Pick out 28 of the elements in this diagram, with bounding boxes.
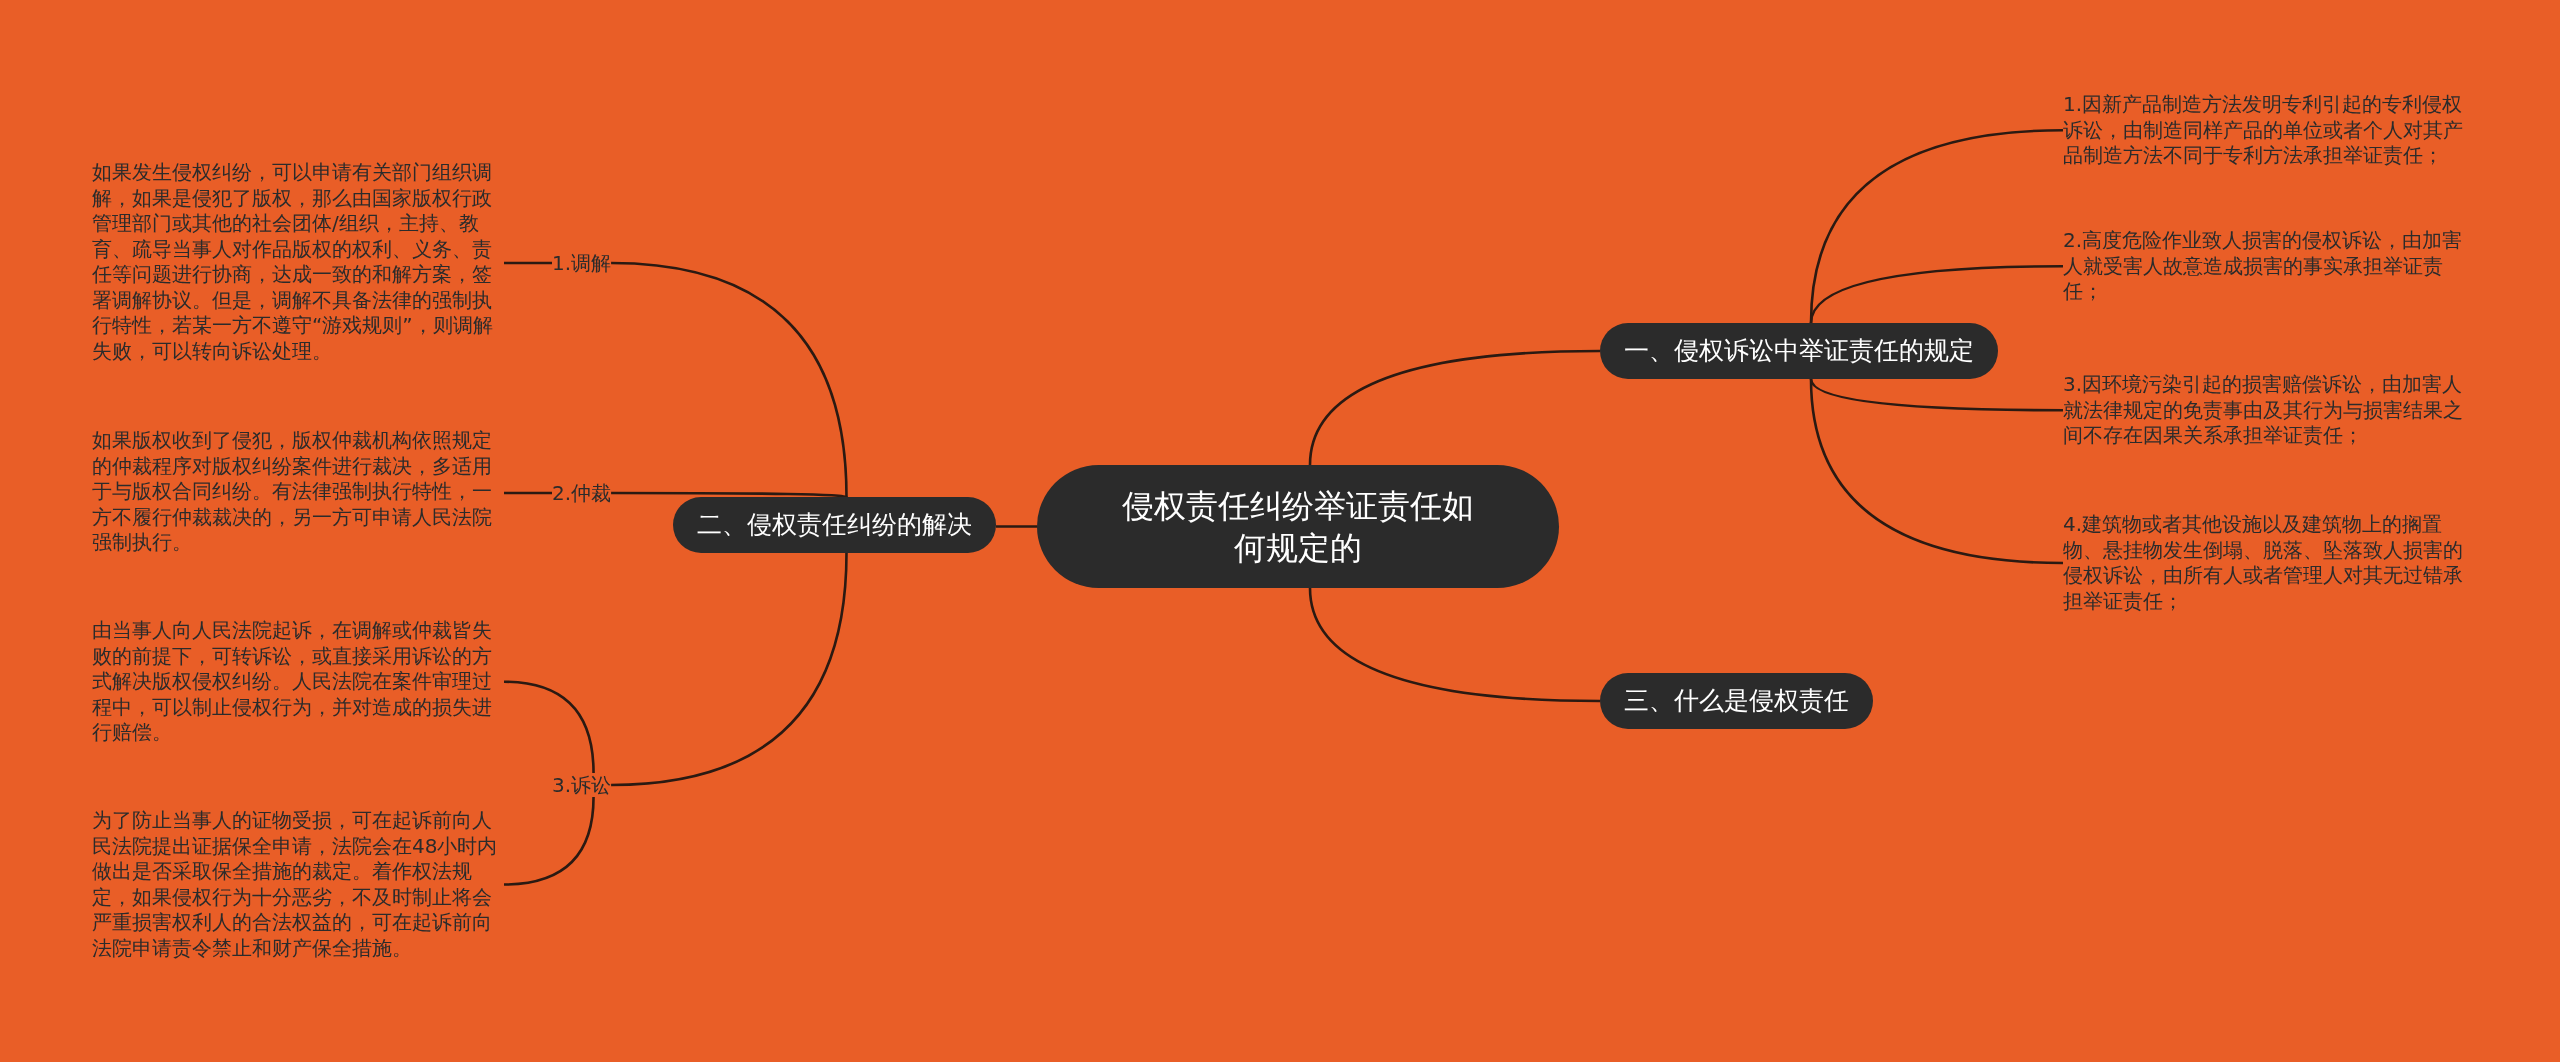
connector-line	[1809, 378, 2063, 412]
connector-line	[611, 552, 848, 787]
connector-line	[503, 796, 595, 886]
subtopic-label: 2.仲裁	[552, 481, 612, 505]
note-text: 3.因环境污染引起的损害赔偿诉讼，由加害人就法律规定的免责事由及其行为与损害结果之间不存在因果关系承担举证责任；	[2063, 372, 2475, 449]
note-text: 1.因新产品制造方法发明专利引起的专利侵权诉讼，由制造同样产品的单位或者个人对其产品制造方法不同于专利方法承担举证责任；	[2063, 92, 2475, 169]
branch-box: 三、什么是侵权责任	[1600, 673, 1873, 729]
connector-line	[1809, 264, 2063, 324]
connector-line	[503, 680, 595, 774]
note-text: 由当事人向人民法院起诉，在调解或仲裁皆失败的前提下，可转诉讼，或直接采用诉讼的方式解决版权侵权纠纷。人民法院在案件审理过程中，可以制止侵权行为，并对造成的损失进行赔偿。	[92, 618, 504, 746]
note-text: 4.建筑物或者其他设施以及建筑物上的搁置物、悬挂物发生倒塌、脱落、坠落致人损害的侵权诉讼，由所有人或者管理人对其无过错承担举证责任；	[2063, 512, 2475, 614]
connector-line	[611, 261, 848, 498]
branch-box: 一、侵权诉讼中举证责任的规定	[1600, 323, 1998, 379]
note-text: 如果版权收到了侵犯，版权仲裁机构依照规定的仲裁程序对版权纠纷案件进行裁决，多适用于与版权合同纠纷。有法律强制执行特性，一方不履行仲裁裁决的，另一方可申请人民法院强制执行。	[92, 428, 504, 556]
connector-line	[996, 525, 1037, 528]
connector-line	[504, 261, 552, 265]
branch-box: 二、侵权责任纠纷的解决	[673, 497, 996, 553]
connector-line	[1809, 378, 2064, 565]
connector-line	[1308, 349, 1601, 466]
subtopic-label: 1.调解	[552, 251, 612, 275]
connector-line	[611, 491, 847, 499]
subtopic-label: 3.诉讼	[552, 773, 612, 797]
note-text: 为了防止当事人的证物受损，可在起诉前向人民法院提出证据保全申请，法院会在48小时内做出是否采取保全措施的裁定。着作权法规定，如果侵权行为十分恶劣，不及时制止将会严重损害权利人的合法权益的，可在起诉前向法院申请责令禁止和财产保全措施。	[92, 808, 504, 961]
connector-line	[1308, 587, 1601, 703]
central-topic-box: 侵权责任纠纷举证责任如何规定的	[1037, 465, 1559, 588]
note-text: 2.高度危险作业致人损害的侵权诉讼，由加害人就受害人故意造成损害的事实承担举证责任；	[2063, 228, 2475, 305]
note-text: 如果发生侵权纠纷，可以申请有关部门组织调解，如果是侵犯了版权，那么由国家版权行政管理部门或其他的社会团体/组织，主持、教育、疏导当事人对作品版权的权利、义务、责任等问题进行协商，达成一致的和解方案，签署调解协议。但是，调解不具备法律的强制执行特性，若某一方不遵守“游戏规则”，则调解失败，可以转向诉讼处理。	[92, 160, 504, 364]
connector-line	[504, 491, 552, 495]
